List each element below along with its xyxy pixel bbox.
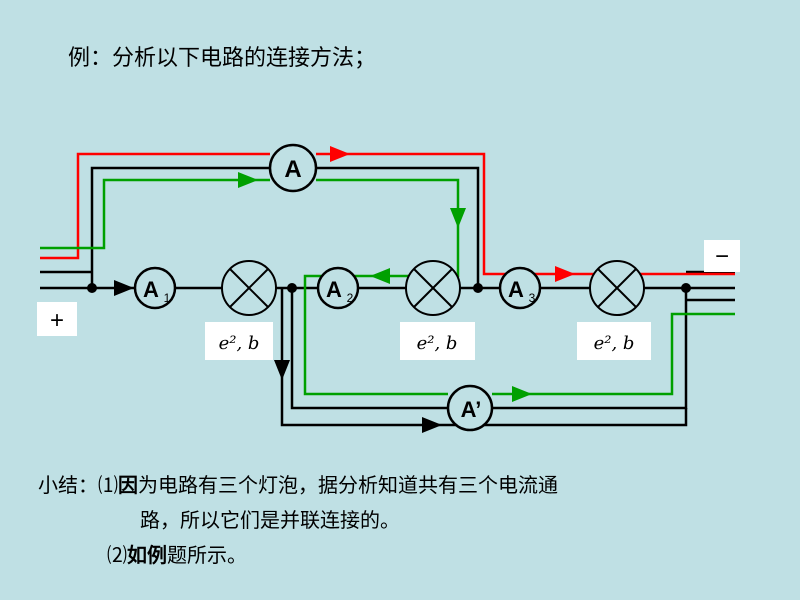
black-arrow-main <box>114 280 134 296</box>
svg-text:3: 3 <box>529 291 536 305</box>
svg-text:1: 1 <box>164 291 171 305</box>
lamp-label-1: e², b <box>205 322 273 360</box>
red-arrow-right <box>555 266 575 282</box>
green-arrow-left <box>370 268 390 284</box>
lamp-1 <box>221 260 277 316</box>
svg-text:e², b: e², b <box>417 333 458 354</box>
terminal-plus: + <box>37 302 77 336</box>
ammeter-a2: A 2 <box>316 266 360 310</box>
summary-item1-bold: 因 <box>118 473 138 497</box>
ammeter-a-prime: A’ <box>446 384 494 432</box>
junction-dots <box>87 283 691 293</box>
summary-label: 小结： <box>38 473 98 497</box>
green-arrow-bottom <box>512 386 532 402</box>
svg-text:e², b: e², b <box>594 333 635 354</box>
svg-text:A: A <box>326 277 342 302</box>
summary-item1-cont: 路，所以它们是并联连接的。 <box>140 508 400 532</box>
lamp-label-2: e², b <box>400 322 475 360</box>
svg-text:A’: A’ <box>461 397 482 422</box>
summary-item1-prefix: ⑴ <box>98 473 118 497</box>
svg-text:A: A <box>143 277 159 302</box>
red-path <box>40 152 735 276</box>
summary-line-1: 小结：⑴因为电路有三个灯泡，据分析知道共有三个电流通 <box>38 468 558 502</box>
summary-item2-prefix: ⑵ <box>107 543 127 567</box>
summary-item1-text: 为电路有三个灯泡，据分析知道共有三个电流通 <box>138 473 558 497</box>
svg-text:e², b: e², b <box>219 333 260 354</box>
summary-item2-text: 题所示。 <box>167 543 247 567</box>
black-arrow-down <box>274 360 290 380</box>
svg-text:A: A <box>284 156 301 183</box>
svg-text:2: 2 <box>347 291 354 305</box>
lamp-label-3: e², b <box>577 322 651 360</box>
svg-text:−: − <box>715 243 729 270</box>
black-arrow-bottom <box>422 417 442 433</box>
green-arrow-top <box>238 172 258 188</box>
red-arrow-top <box>330 146 350 162</box>
page-title: 例：分析以下电路的连接方法； <box>68 46 377 71</box>
ammeter-a3: A 3 <box>498 266 542 310</box>
green-arrow-down <box>450 208 466 228</box>
svg-text:A: A <box>508 277 524 302</box>
ammeter-a1: A 1 <box>133 266 177 310</box>
ammeter-a: A <box>268 143 318 193</box>
summary-line-3: ⑵如例题所示。 <box>107 538 247 572</box>
terminal-minus: − <box>704 240 740 272</box>
lamp-2 <box>405 260 461 316</box>
summary-line-2: 路，所以它们是并联连接的。 <box>140 503 400 537</box>
lamp-3 <box>589 260 645 316</box>
svg-text:+: + <box>50 307 64 334</box>
summary-item2-bold: 如例 <box>127 543 167 567</box>
